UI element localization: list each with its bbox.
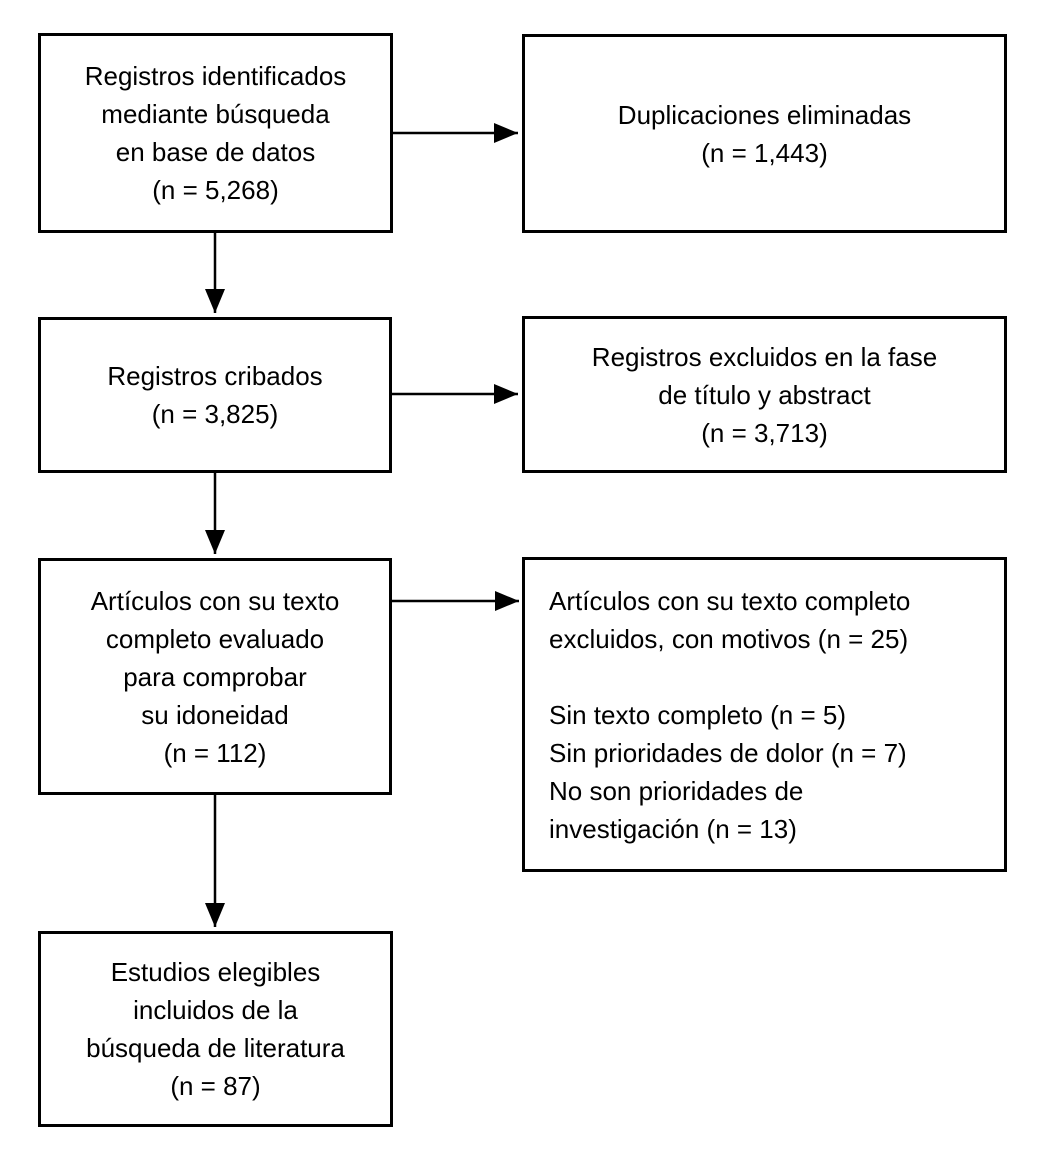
box-fulltext-excluded-with-reasons: Artículos con su texto completo excluido… [522,557,1007,872]
box-records-identified: Registros identificados mediante búsqued… [38,33,393,233]
box-records-excluded-title-abstract: Registros excluidos en la fase de título… [522,316,1007,473]
box-studies-included: Estudios elegibles incluidos de la búsqu… [38,931,393,1127]
box-fulltext-assessed: Artículos con su texto completo evaluado… [38,558,392,795]
box-duplicates-removed: Duplicaciones eliminadas (n = 1,443) [522,34,1007,233]
box-records-screened: Registros cribados (n = 3,825) [38,317,392,473]
